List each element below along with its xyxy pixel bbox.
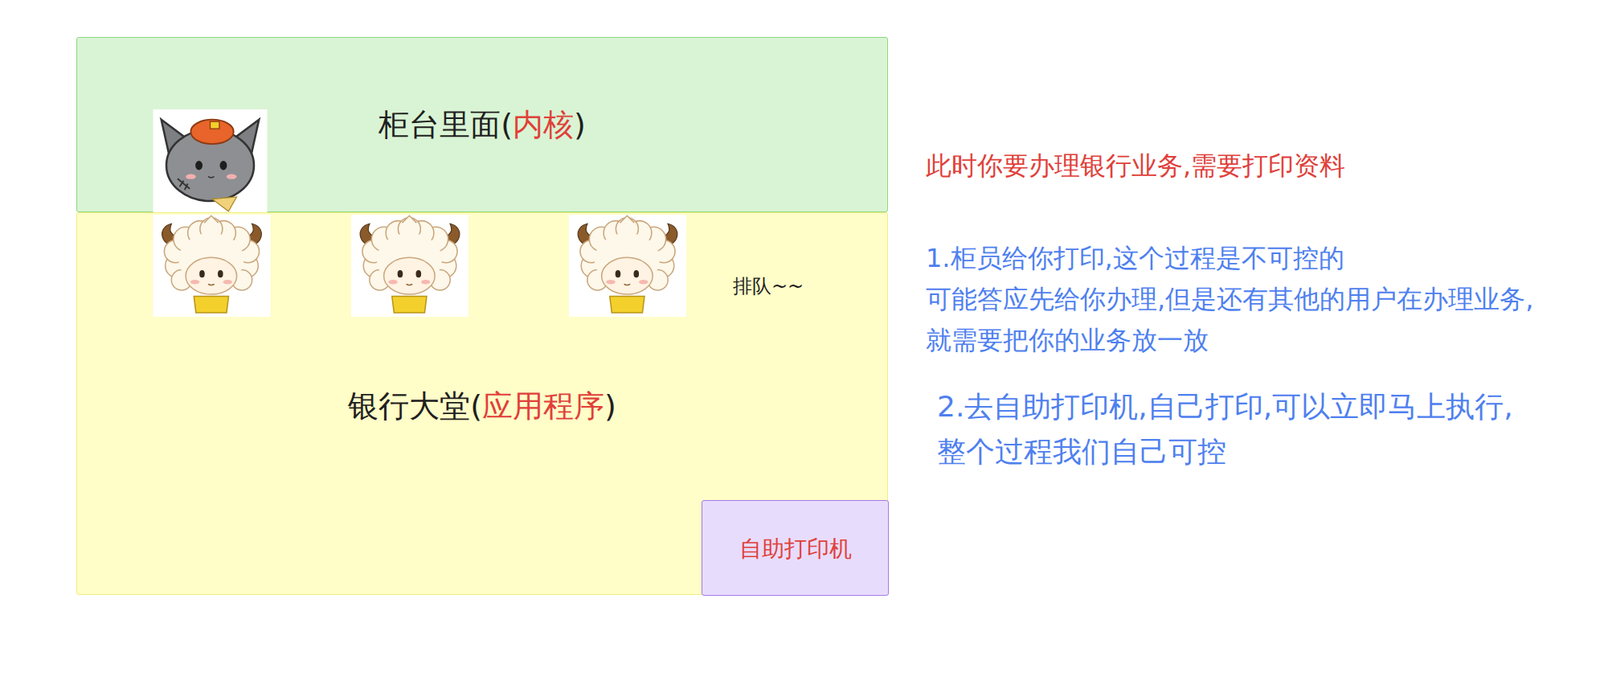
wolf-figure xyxy=(153,109,268,213)
region-label: 柜台里面(内核) xyxy=(77,106,888,145)
queue-note: 排队~~ xyxy=(732,274,804,299)
sheep-figure xyxy=(152,214,271,317)
sheep-figure xyxy=(351,214,469,317)
option-note: 2.去自助打印机,自己打印,可以立即马上执行, 整个过程我们自己可控 xyxy=(937,384,1514,475)
option-note: 1.柜员给你打印,这个过程是不可控的 可能答应先给你办理,但是还有其他的用户在办… xyxy=(925,237,1534,361)
scenario-heading: 此时你要办理银行业务,需要打印资料 xyxy=(925,147,1346,184)
sheep-figure xyxy=(568,214,687,317)
region-label: 银行大堂(应用程序) xyxy=(77,387,888,426)
region-label: 自助打印机 xyxy=(702,534,888,563)
self-service-printer: 自助打印机 xyxy=(701,499,889,596)
